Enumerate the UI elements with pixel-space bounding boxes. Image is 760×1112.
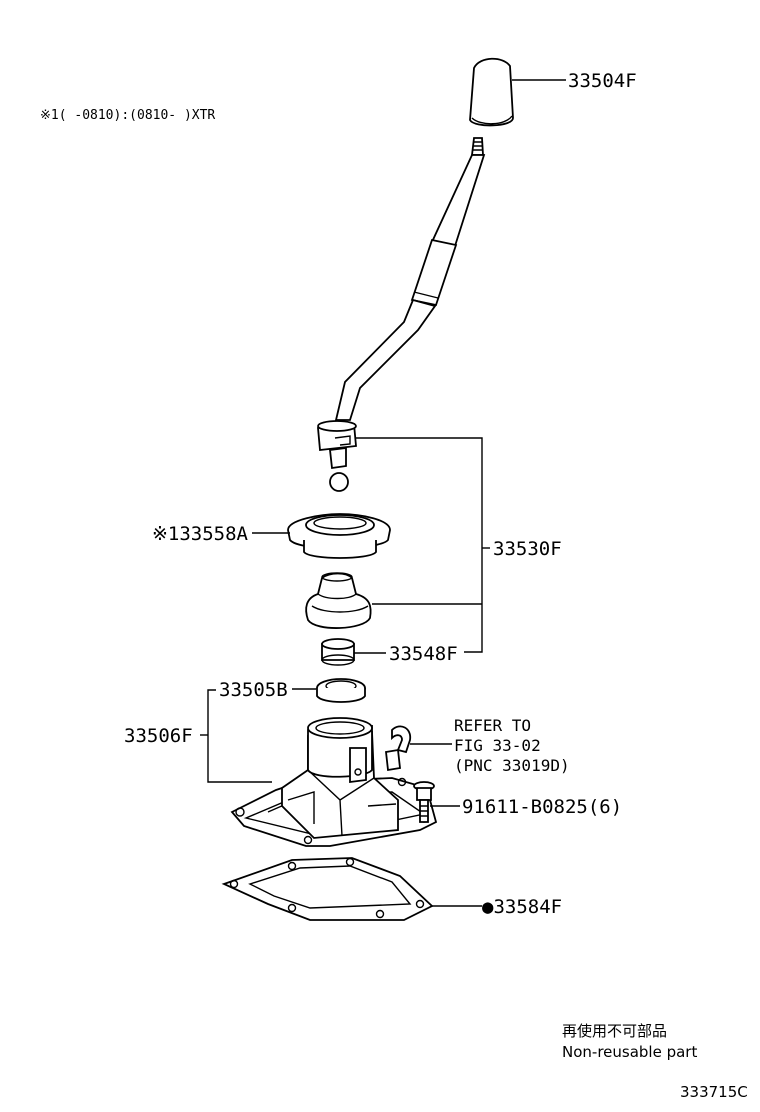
label-33558A: ※133558A: [152, 523, 249, 545]
label-33530F: 33530F: [493, 538, 562, 560]
legend: 再使用不可部品 Non-reusable part: [562, 1022, 697, 1061]
label-33504F: 33504F: [568, 70, 637, 92]
flange-bolt: [413, 781, 435, 823]
label-33584F: ●33584F: [482, 896, 562, 918]
label-33548F: 33548F: [389, 643, 458, 665]
housing-bracket: [207, 689, 272, 783]
refer-line-3: (PNC 33019D): [454, 756, 570, 775]
legend-en: Non-reusable part: [562, 1043, 697, 1061]
label-33506F: 33506F: [124, 725, 193, 747]
breather-fitting: [385, 725, 412, 772]
bushing: [321, 638, 355, 666]
legend-jp: 再使用不可部品: [562, 1022, 667, 1040]
refer-line-1: REFER TO: [454, 716, 531, 735]
refer-line-2: FIG 33-02: [454, 736, 541, 755]
lever-collar: [317, 420, 357, 492]
figure-code: 333715C: [680, 1083, 748, 1101]
shift-boot: [305, 572, 372, 629]
oil-seal: [316, 678, 366, 703]
shift-lever: [334, 137, 486, 421]
shift-knob: [469, 57, 514, 127]
gasket: [221, 857, 434, 921]
assy-bracket: [356, 437, 483, 653]
label-91611-B0825: 91611-B0825(6): [462, 796, 622, 818]
retainer-plate: [287, 513, 391, 559]
shift-housing: [230, 717, 438, 847]
label-33505B: 33505B: [219, 679, 288, 701]
applicability-note: ※1( -0810):(0810- )XTR: [40, 108, 215, 123]
